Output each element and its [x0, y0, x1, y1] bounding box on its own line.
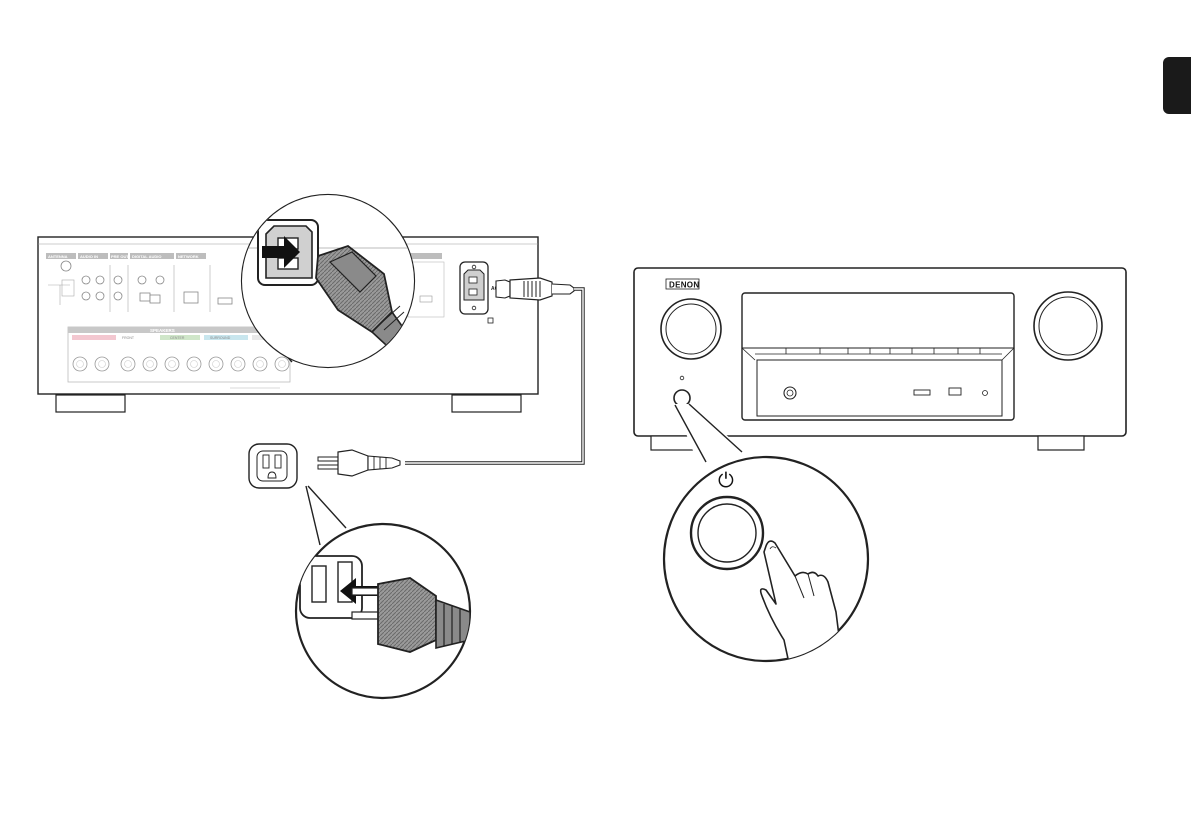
ac-inlet — [460, 262, 488, 314]
label-speaker-front: FRONT — [122, 336, 135, 340]
front-foot-right — [1038, 436, 1084, 450]
rear-foot-left — [56, 395, 125, 412]
brand-logo: DENON — [669, 281, 699, 290]
label-digital-audio: DIGITAL AUDIO — [132, 254, 161, 259]
label-network: NETWORK — [178, 254, 199, 259]
label-speaker-center: CENTER — [170, 336, 185, 340]
usb-port — [949, 388, 961, 395]
hdmi-front-port — [914, 390, 930, 395]
ac-cord-plug-rear — [496, 278, 574, 300]
magnified-power-button: ⏻ — [664, 404, 868, 668]
magnified-wall-outlet — [296, 486, 470, 698]
label-antenna: ANTENNA — [48, 254, 68, 259]
rear-foot-right — [452, 395, 521, 412]
label-speakers: SPEAKERS — [150, 328, 175, 333]
label-speaker-surround: SURROUND — [210, 336, 231, 340]
setup-mic-jack — [983, 391, 988, 396]
wall-outlet — [249, 444, 297, 488]
power-button[interactable] — [674, 390, 690, 406]
power-symbol-icon: ⏻ — [718, 470, 734, 492]
label-pre-out: PRE OUT — [111, 254, 129, 259]
ac-cord-plug-wall — [318, 450, 400, 476]
label-audio-in: AUDIO IN — [80, 254, 98, 259]
